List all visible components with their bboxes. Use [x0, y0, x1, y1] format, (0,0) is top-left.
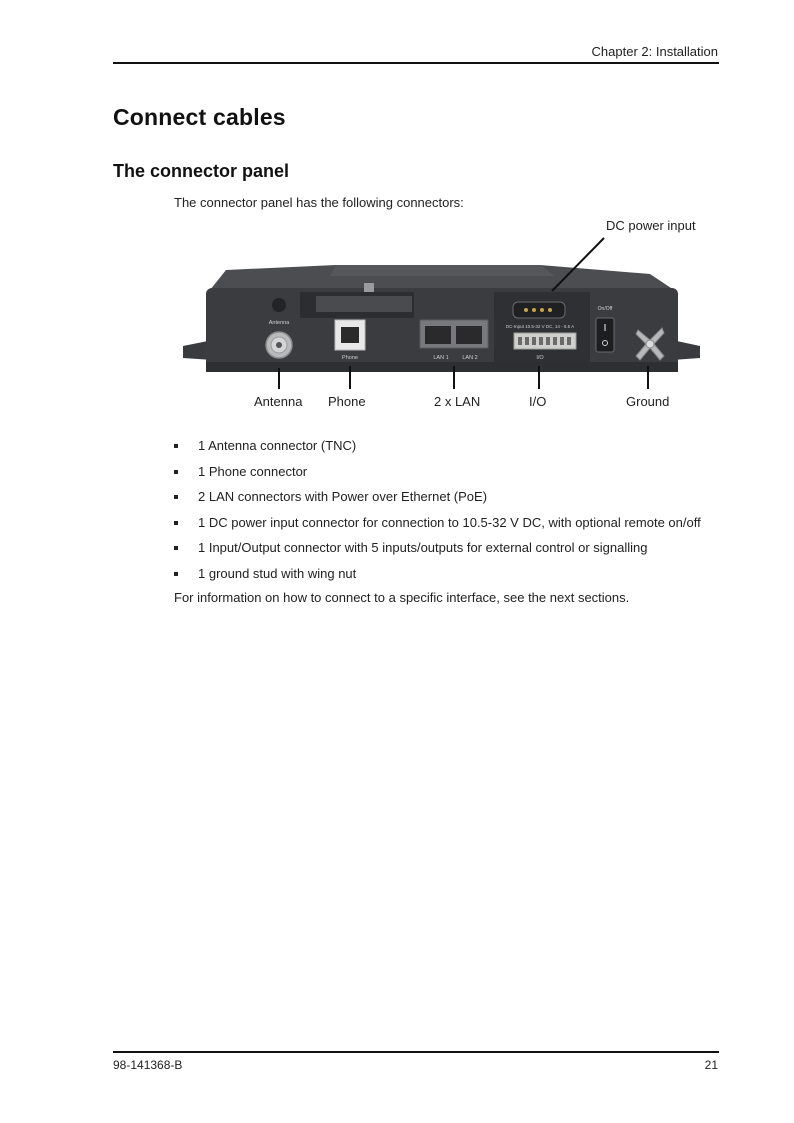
bullet-icon: [174, 444, 178, 448]
list-item: 1 Phone connector: [174, 463, 701, 489]
connector-panel-figure: Antenna Phone LAN 1 LAN 2 DC-Input 10.5-…: [183, 237, 700, 389]
onoff-switch: On/Off: [595, 306, 615, 353]
bullet-icon: [174, 546, 178, 550]
panel-label-lan1: LAN 1: [433, 355, 448, 361]
callout-io: I/O: [529, 394, 547, 409]
subsection-title: The connector panel: [113, 161, 290, 181]
callout-lan: 2 x LAN: [434, 394, 481, 409]
panel-label-dc-input: DC-Input 10.5-32 V DC, 14 - 5.5 A: [506, 324, 574, 329]
panel-label-lan2: LAN 2: [462, 355, 477, 361]
bullet-icon: [174, 571, 178, 576]
connector-list: 1 Antenna connector (TNC) 1 Phone connec…: [174, 437, 701, 590]
section-title: Connect cables: [113, 104, 286, 130]
device-body: [183, 265, 700, 372]
list-item: 1 Input/Output connector with 5 inputs/o…: [174, 539, 701, 565]
lan-connectors: LAN 1 LAN 2: [419, 319, 489, 361]
list-item: 2 LAN connectors with Power over Etherne…: [174, 488, 701, 514]
phone-connector: Phone: [334, 319, 366, 361]
dc-input-connector: DC-Input 10.5-32 V DC, 14 - 5.5 A: [506, 301, 574, 329]
callout-antenna: Antenna: [254, 394, 303, 409]
panel-label-onoff: On/Off: [598, 306, 613, 312]
footer-rule: [113, 1051, 719, 1053]
list-item: 1 Antenna connector (TNC): [174, 437, 701, 463]
bullet-icon: [174, 495, 178, 499]
callout-ground: Ground: [626, 394, 670, 409]
ground-stud: [635, 327, 665, 361]
chapter-header: Chapter 2: Installation: [591, 44, 718, 59]
io-connector: I/O: [513, 332, 577, 361]
callout-lines: [278, 237, 649, 389]
bullet-icon: [174, 520, 178, 525]
bullet-icon: [174, 469, 178, 474]
outro-paragraph: For information on how to connect to a s…: [174, 590, 630, 605]
list-item: 1 ground stud with wing nut: [174, 565, 701, 591]
document-number: 98-141368-B: [113, 1058, 183, 1072]
page-number: 21: [704, 1058, 718, 1072]
callout-phone: Phone: [328, 394, 366, 409]
panel-label-antenna: Antenna: [269, 320, 290, 326]
list-item: 1 DC power input connector for connectio…: [174, 514, 701, 540]
panel-label-phone: Phone: [342, 355, 358, 361]
intro-paragraph: The connector panel has the following co…: [174, 195, 464, 210]
header-rule: [113, 62, 719, 64]
callout-dc-power: DC power input: [606, 218, 696, 233]
panel-label-io: I/O: [536, 355, 544, 361]
antenna-connector: Antenna: [265, 298, 293, 359]
